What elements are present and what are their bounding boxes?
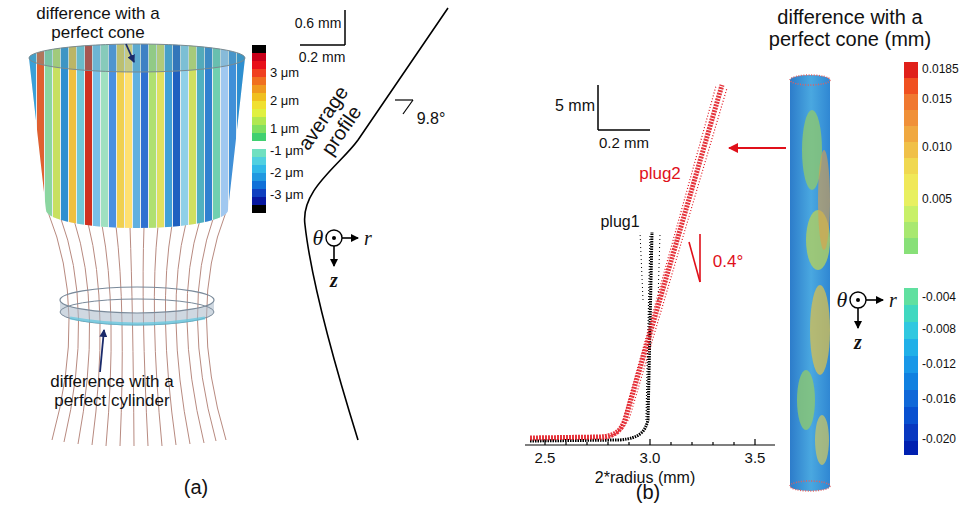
panel-label: (b) — [636, 481, 660, 503]
colorbar-value: -0.020 — [922, 433, 956, 446]
thread-lines — [48, 212, 226, 446]
colorbar-value: 0.015 — [922, 93, 952, 106]
colorbar-value: -0.012 — [922, 358, 956, 371]
scale-bar-label: 0.2 mm — [599, 135, 649, 152]
axis-label: r — [364, 227, 372, 249]
callout-arrow — [126, 44, 134, 62]
callout-text: difference with a perfect cone — [21, 5, 176, 42]
colorbar-value: 3 μm — [270, 66, 299, 80]
plug-cylinder — [788, 70, 834, 495]
colorbar — [252, 45, 266, 213]
tick-label: 3.0 — [640, 450, 661, 467]
plug1-data — [530, 232, 660, 441]
axis-label: θ — [837, 288, 848, 312]
cylinder-ring — [60, 287, 214, 325]
axis-symbol — [850, 292, 883, 328]
angle-mark — [689, 234, 700, 282]
colorbar-value: 1 μm — [270, 122, 299, 136]
colorbar-value: 2 μm — [270, 94, 299, 108]
callout-arrow — [729, 147, 786, 149]
scale-bar-label: 0.2 mm — [299, 50, 346, 65]
tick-label: 3.5 — [745, 450, 766, 467]
colorbar-value: 0.005 — [922, 193, 952, 206]
colorbar-value: -0.004 — [922, 291, 956, 304]
angle-label: 0.4° — [713, 253, 743, 272]
colorbar-value: 0.010 — [922, 141, 952, 154]
scale-bar — [598, 85, 650, 130]
callout-text: difference with a perfect cylinder — [25, 373, 200, 410]
series-label: plug1 — [600, 213, 639, 231]
axis-label: z — [854, 331, 862, 353]
colorbar-value: -0.016 — [922, 393, 956, 406]
cone-surface — [20, 40, 260, 240]
colorbar — [904, 62, 918, 455]
colorbar-value: -2 μm — [270, 166, 304, 180]
axis-symbol — [326, 230, 358, 266]
panel-label: (a) — [184, 476, 208, 498]
axis-label: θ — [313, 226, 324, 250]
callout-text: difference with a perfect cone (mm) — [758, 6, 943, 50]
angle-mark — [395, 100, 413, 114]
profile-curve — [305, 8, 448, 440]
axis-label: z — [330, 269, 338, 291]
series-label: plug2 — [639, 165, 681, 184]
colorbar-value: -0.008 — [922, 323, 956, 336]
colorbar-value: 0.0185 — [922, 63, 959, 76]
callout-arrow — [100, 330, 104, 372]
axis-label: r — [889, 289, 897, 311]
cone-rim — [29, 44, 245, 72]
plug2-data — [530, 85, 727, 440]
scale-bar-label: 5 mm — [555, 97, 595, 115]
colorbar-value: -3 μm — [270, 188, 304, 202]
tick-label: 2.5 — [535, 450, 556, 467]
scale-bar-label: 0.6 mm — [295, 16, 342, 31]
angle-label: 9.8° — [417, 110, 446, 128]
